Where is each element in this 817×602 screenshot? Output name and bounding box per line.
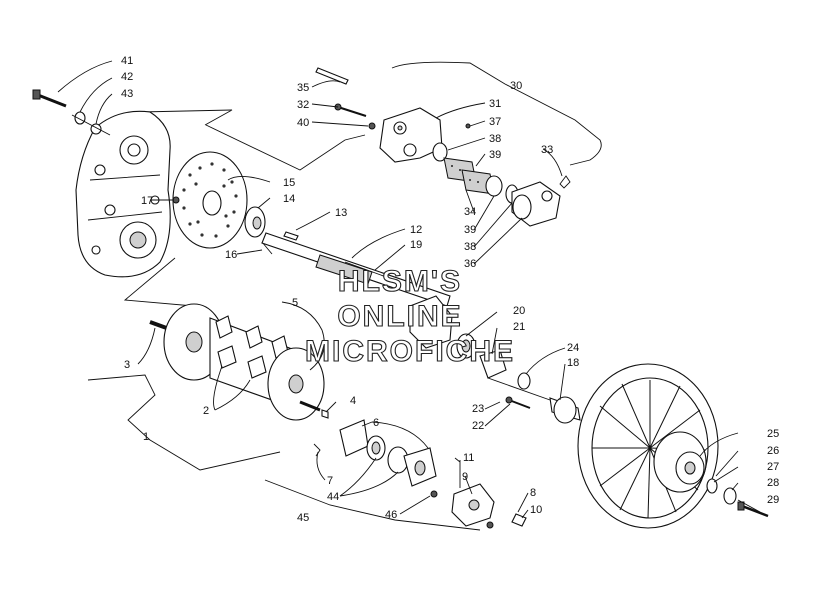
spacer-18	[549, 396, 581, 424]
brake-caliper	[379, 107, 443, 163]
washer-42	[74, 111, 86, 125]
callout-3: 3	[124, 359, 130, 371]
callout-25: 25	[767, 428, 779, 440]
callout-1: 1	[143, 431, 149, 443]
seal-38a	[432, 142, 448, 162]
clip-7	[313, 443, 321, 457]
callout-13: 13	[335, 207, 347, 219]
driveshaft	[261, 232, 451, 307]
callouts: 41 42 43 35 32 40 30 31 37 38 39 33 15 1…	[121, 55, 779, 524]
callout-21: 21	[513, 321, 525, 333]
driven-sprocket	[577, 363, 719, 529]
callout-2: 2	[203, 405, 209, 417]
washer-28	[723, 487, 737, 505]
callout-41: 41	[121, 55, 133, 67]
callout-45: 45	[297, 512, 309, 524]
callout-4: 4	[350, 395, 356, 407]
callout-26: 26	[767, 445, 779, 457]
callout-22: 22	[472, 420, 484, 432]
drive-sprocket-assembly	[149, 303, 325, 421]
chaincase-housing	[75, 110, 171, 278]
callout-30: 30	[510, 80, 522, 92]
callout-38-upper: 38	[489, 133, 501, 145]
bearing-flanges-lower	[339, 419, 437, 487]
watermark-line-2: ONLINE	[337, 300, 462, 333]
key-13	[283, 231, 299, 241]
callout-12: 12	[410, 224, 422, 236]
bolt-32	[334, 103, 367, 117]
caliper-body-36	[511, 181, 561, 227]
watermark-line-1: HLSM'S	[338, 265, 462, 298]
callout-33: 33	[541, 144, 553, 156]
callout-5: 5	[292, 297, 298, 309]
callout-44: 44	[327, 491, 339, 503]
brake-disc	[172, 151, 248, 249]
callout-17: 17	[141, 195, 153, 207]
bolt-41	[32, 89, 67, 108]
bolt-22	[505, 396, 531, 409]
callout-37: 37	[489, 116, 501, 128]
pin-35	[315, 67, 349, 85]
washer-40	[368, 122, 376, 130]
bleeder-33	[559, 175, 571, 189]
callout-32: 32	[297, 99, 309, 111]
callout-34: 34	[464, 206, 476, 218]
callout-28: 28	[767, 477, 779, 489]
callout-46: 46	[385, 509, 397, 521]
piston-39	[485, 175, 503, 197]
watermark: HLSM'S ONLINE MICROFICHE	[304, 264, 515, 368]
callout-29: 29	[767, 494, 779, 506]
callout-36: 36	[464, 258, 476, 270]
speedo-housing	[451, 483, 495, 529]
bearing-flange	[409, 295, 531, 390]
watermark-line-3: MICROFICHE	[305, 335, 515, 368]
group-bracket-lines	[87, 61, 602, 531]
callout-15: 15	[283, 177, 295, 189]
callout-7: 7	[327, 475, 333, 487]
callout-14: 14	[283, 193, 295, 205]
callout-39-lower: 39	[464, 224, 476, 236]
callout-18: 18	[567, 357, 579, 369]
bolt-29	[737, 501, 769, 518]
spacer-46	[430, 490, 438, 498]
callout-24: 24	[567, 342, 579, 354]
callout-8: 8	[530, 487, 536, 499]
spring-37	[465, 123, 471, 129]
disc-hub	[244, 206, 266, 238]
callout-27: 27	[767, 461, 779, 473]
callout-38-lower: 38	[464, 241, 476, 253]
leader-lines	[57, 60, 761, 519]
callout-10: 10	[530, 504, 542, 516]
callout-6: 6	[373, 417, 379, 429]
callout-16: 16	[225, 249, 237, 261]
callout-23: 23	[472, 403, 484, 415]
washer-27	[706, 478, 718, 494]
callout-42: 42	[121, 71, 133, 83]
callout-11: 11	[463, 452, 474, 464]
callout-31: 31	[489, 98, 501, 110]
callout-9: 9	[462, 471, 468, 483]
callout-40: 40	[297, 117, 309, 129]
callout-35: 35	[297, 82, 309, 94]
callout-20: 20	[513, 305, 525, 317]
callout-43: 43	[121, 88, 133, 100]
callout-19: 19	[410, 239, 422, 251]
callout-39-upper: 39	[489, 149, 501, 161]
